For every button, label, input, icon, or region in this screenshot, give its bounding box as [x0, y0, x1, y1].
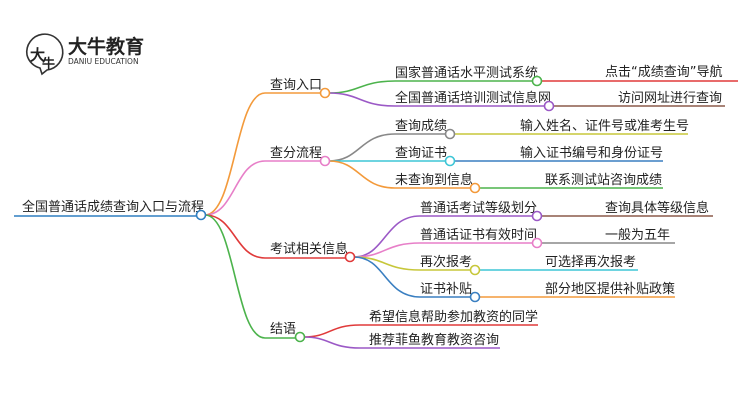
detail-label: 输入姓名、证件号或准考生号 — [520, 118, 689, 134]
root-node[interactable]: 全国普通话成绩查询入口与流程 — [14, 199, 204, 217]
branch-label: 结语 — [270, 322, 296, 337]
branch-label: 查询入口 — [270, 78, 322, 93]
child-label: 普通话证书有效时间 — [420, 228, 537, 243]
logo-subtitle: DANIU EDUCATION — [68, 57, 139, 66]
branch-conclusion[interactable]: 结语 希望信息帮助参加教资的同学 推荐菲鱼教育教资咨询 — [270, 309, 538, 349]
branch-score-process[interactable]: 查分流程 查询成绩 输入姓名、证件号或准考生号 查询证书 输入证书编号和身份证号… — [270, 118, 689, 194]
logo-name: 大牛教育 — [68, 35, 144, 58]
detail-label: 可选择再次报考 — [545, 254, 636, 270]
root-toggle[interactable] — [195, 209, 207, 221]
logo: 大 牛 大牛教育 DANIU EDUCATION — [25, 33, 144, 76]
branch-label: 查分流程 — [270, 146, 322, 161]
branch-label: 考试相关信息 — [270, 241, 348, 257]
child-label: 推荐菲鱼教育教资咨询 — [369, 332, 499, 348]
child-label: 全国普通话培训测试信息网 — [395, 90, 551, 106]
branch-exam-info[interactable]: 考试相关信息 普通话考试等级划分 查询具体等级信息 普通话证书有效时间 一般为五… — [270, 200, 713, 303]
child-label: 查询成绩 — [395, 119, 447, 134]
child-label: 普通话考试等级划分 — [420, 200, 537, 216]
svg-text:牛: 牛 — [42, 56, 55, 72]
child-label: 国家普通话水平测试系统 — [395, 65, 538, 81]
child-label: 查询证书 — [395, 146, 447, 161]
child-label: 证书补贴 — [420, 282, 472, 297]
root-label: 全国普通话成绩查询入口与流程 — [22, 199, 204, 215]
child-label: 再次报考 — [420, 254, 472, 270]
logo-mark: 大 — [30, 46, 45, 64]
child-label: 希望信息帮助参加教资的同学 — [369, 309, 538, 325]
detail-label: 输入证书编号和身份证号 — [520, 145, 663, 161]
child-label: 未查询到信息 — [395, 172, 473, 188]
detail-label: 部分地区提供补贴政策 — [545, 281, 675, 297]
detail-label: 查询具体等级信息 — [605, 200, 709, 216]
detail-label: 一般为五年 — [605, 227, 670, 243]
detail-label: 点击“成绩查询”导航 — [605, 64, 722, 80]
branch-query-entry[interactable]: 查询入口 国家普通话水平测试系统 点击“成绩查询”导航 全国普通话培训测试信息网… — [270, 64, 738, 112]
detail-label: 联系测试站咨询成绩 — [545, 173, 662, 188]
detail-label: 访问网址进行查询 — [618, 91, 722, 106]
